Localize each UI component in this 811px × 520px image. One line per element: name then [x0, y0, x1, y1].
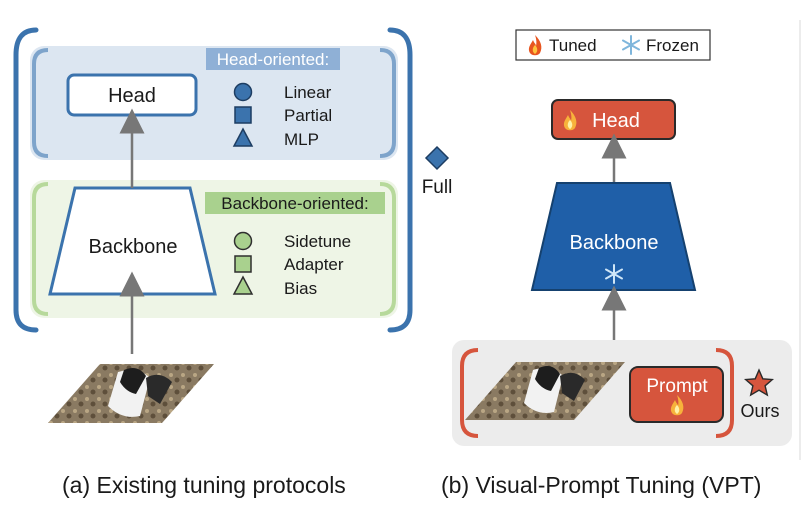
backbone-snowflake-icon	[605, 264, 623, 284]
head-b-label: Head	[592, 110, 640, 132]
head-box-a-label: Head	[108, 85, 156, 107]
head-oriented-title: Head-oriented:	[217, 50, 329, 69]
legend-frozen: Frozen	[646, 36, 699, 55]
adapter-label: Adapter	[284, 255, 344, 274]
head-fire-icon	[563, 110, 577, 131]
left-bracket	[13, 27, 39, 333]
panel-a: Head-oriented: Head Linear Partial MLP B…	[13, 27, 453, 498]
legend-tuned: Tuned	[549, 36, 597, 55]
mlp-triangle-icon	[232, 127, 254, 147]
partial-label: Partial	[284, 106, 332, 125]
bias-triangle-icon	[232, 275, 254, 295]
adapter-square-icon	[234, 255, 252, 273]
prompt-fire-icon	[670, 395, 684, 416]
linear-circle-icon	[233, 82, 253, 102]
head-oriented-title-bg	[206, 48, 340, 70]
panel-b: Tuned Frozen Head Backbone	[441, 29, 792, 498]
sidetune-circle-icon	[233, 231, 253, 251]
snowflake-icon	[622, 35, 640, 55]
diamond-icon	[424, 145, 450, 171]
mlp-label: MLP	[284, 130, 319, 149]
fire-icon	[528, 35, 542, 56]
right-bracket	[387, 27, 413, 333]
star-icon	[743, 368, 775, 397]
backbone-trapezoid-a	[48, 186, 217, 296]
full-label: Full	[422, 177, 453, 198]
legend-box	[515, 29, 711, 61]
prompt-box	[629, 366, 724, 423]
backbone-b-label: Backbone	[570, 232, 659, 254]
dog-image-a	[48, 364, 214, 423]
sidetune-label: Sidetune	[284, 232, 351, 251]
backbone-a-label: Backbone	[89, 236, 178, 258]
backbone-trapezoid-b	[530, 182, 697, 291]
linear-label: Linear	[284, 83, 332, 102]
partial-square-icon	[234, 106, 252, 124]
prompt-label: Prompt	[646, 376, 708, 397]
caption-b: (b) Visual-Prompt Tuning (VPT)	[441, 472, 761, 498]
bias-label: Bias	[284, 279, 317, 298]
backbone-oriented-title: Backbone-oriented:	[221, 194, 368, 213]
backbone-oriented-title-bg	[205, 192, 385, 214]
ours-label: Ours	[740, 401, 779, 421]
dog-image-b	[465, 362, 625, 420]
caption-a: (a) Existing tuning protocols	[62, 472, 346, 498]
